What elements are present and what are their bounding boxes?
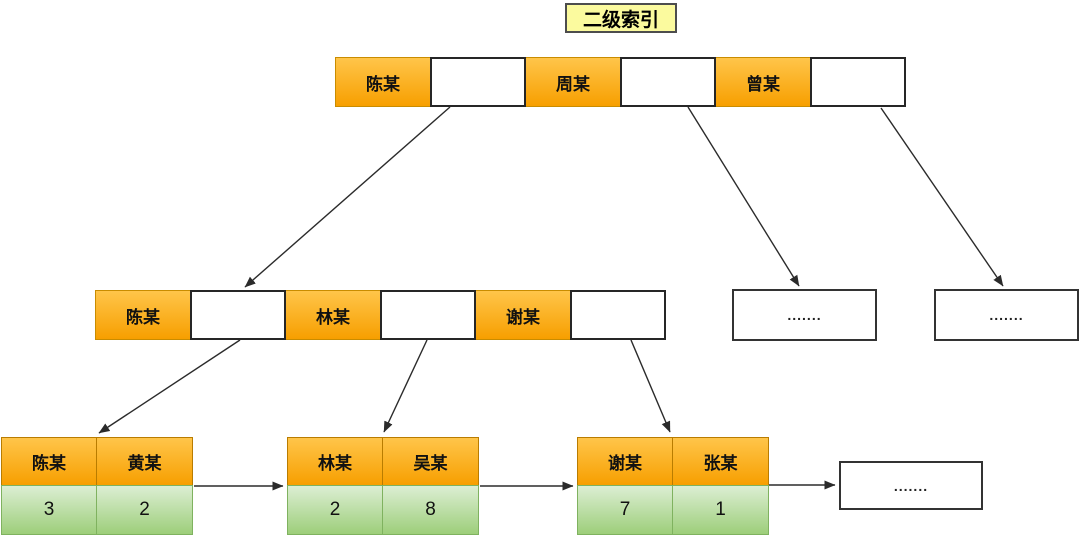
internal-node-row: 陈某 林某 谢某 xyxy=(95,290,666,340)
arrow-internal-to-leaf-3 xyxy=(630,339,671,433)
internal-pointer-cell xyxy=(190,290,286,340)
leaf-value-cell: 2 xyxy=(287,485,383,535)
internal-pointer-cell xyxy=(380,290,476,340)
ellipsis-leaf-node: ....... xyxy=(839,461,983,510)
root-pointer-cell xyxy=(620,57,716,107)
arrow-internal-to-leaf-1 xyxy=(98,339,241,434)
arrow-internal-to-leaf-2 xyxy=(383,339,428,433)
arrow-root-to-ellipsis-2 xyxy=(880,107,1004,287)
leaf-node-1: 陈某 黄某 3 2 xyxy=(1,437,193,535)
root-pointer-cell xyxy=(430,57,526,107)
root-key-cell: 周某 xyxy=(525,57,621,107)
arrow-root-to-internal xyxy=(244,106,451,288)
root-pointer-cell xyxy=(810,57,906,107)
internal-key-cell: 陈某 xyxy=(95,290,191,340)
leaf-key-cell: 林某 xyxy=(287,437,383,486)
leaf-key-cell: 黄某 xyxy=(96,437,193,486)
ellipsis-node-2: ....... xyxy=(934,289,1079,341)
leaf-value-cell: 7 xyxy=(577,485,673,535)
leaf-key-cell: 张某 xyxy=(672,437,769,486)
internal-key-cell: 谢某 xyxy=(475,290,571,340)
leaf-value-cell: 2 xyxy=(96,485,193,535)
arrow-root-to-ellipsis-1 xyxy=(687,106,800,287)
root-key-cell: 曾某 xyxy=(715,57,811,107)
root-key-cell: 陈某 xyxy=(335,57,431,107)
leaf-node-3: 谢某 张某 7 1 xyxy=(577,437,769,535)
leaf-value-cell: 8 xyxy=(382,485,479,535)
internal-key-cell: 林某 xyxy=(285,290,381,340)
leaf-key-cell: 谢某 xyxy=(577,437,673,486)
diagram-title: 二级索引 xyxy=(565,3,677,33)
leaf-value-cell: 1 xyxy=(672,485,769,535)
leaf-key-cell: 吴某 xyxy=(382,437,479,486)
root-node-row: 陈某 周某 曾某 xyxy=(335,57,906,107)
leaf-node-2: 林某 吴某 2 8 xyxy=(287,437,479,535)
internal-pointer-cell xyxy=(570,290,666,340)
leaf-key-cell: 陈某 xyxy=(1,437,97,486)
leaf-value-cell: 3 xyxy=(1,485,97,535)
ellipsis-node-1: ....... xyxy=(732,289,877,341)
